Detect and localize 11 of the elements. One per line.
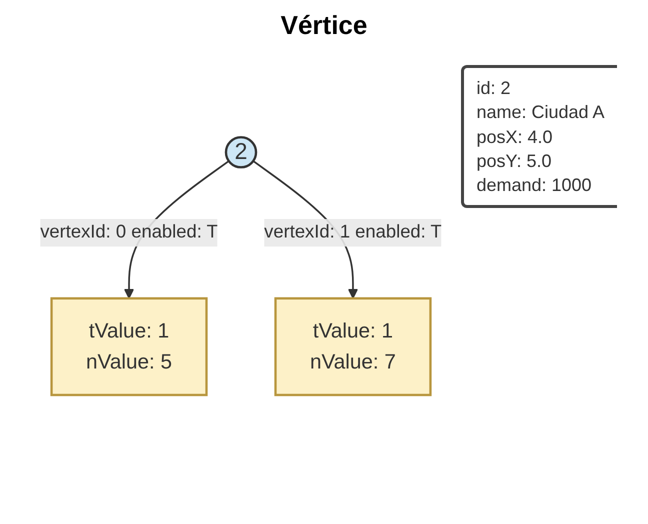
- edge-label: vertexId: 1 enabled: T: [264, 222, 442, 242]
- node-box: tValue: 1 nValue: 7: [274, 297, 432, 396]
- diagram-title: Vértice: [280, 10, 368, 41]
- note-text: posY: 5.0: [476, 150, 553, 173]
- note-text: demand: 1000: [476, 174, 593, 198]
- edge-label: vertexId: 0 enabled: T: [40, 222, 218, 242]
- note-text: id: 2: [476, 77, 512, 100]
- node-circle: 2: [225, 136, 258, 168]
- node-box: tValue: 1 nValue: 5: [50, 297, 208, 396]
- note-text: posX: 4.0: [476, 126, 554, 149]
- note-text: name: Ciudad A: [476, 101, 605, 124]
